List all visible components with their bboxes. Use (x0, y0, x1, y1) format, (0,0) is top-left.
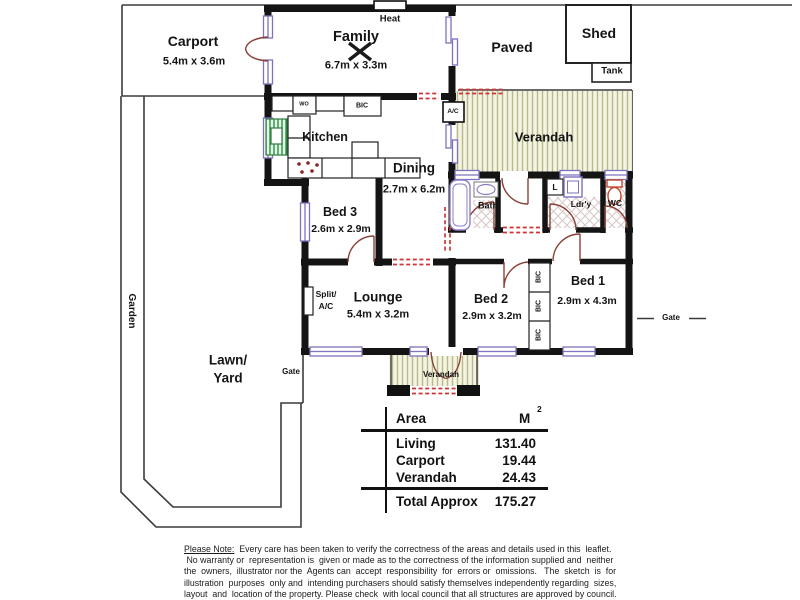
bath-label: Bath (478, 200, 498, 211)
family-label: Family (333, 28, 379, 45)
wall-oven-label: WO (299, 101, 309, 108)
split-system-box (303, 286, 314, 316)
table-total-value: 175.27 (494, 494, 536, 509)
wc-label: WC (607, 197, 623, 208)
bed1-dims: 2.9m x 4.3m (557, 294, 617, 307)
verandah-label: Verandah (514, 129, 574, 145)
kitchen-bic-box (343, 95, 382, 117)
door-arcs (244, 36, 628, 380)
lounge-dims: 5.4m x 3.2m (346, 308, 410, 321)
garden-label: Garden (126, 293, 137, 329)
robe3-label: BIC (535, 328, 543, 342)
disclaimer-line: No warranty or representation is given o… (184, 555, 614, 566)
linen-label: L (552, 181, 558, 192)
table-row-label: Living (396, 436, 436, 451)
bed3-label: Bed 3 (322, 204, 358, 219)
bed1-door (552, 233, 581, 262)
bath-fixtures (449, 176, 623, 231)
opening-dashes (393, 88, 543, 395)
kitchen-label: Kitchen (302, 129, 348, 144)
kitchen-bic-label: BIC (355, 102, 369, 110)
disclaimer-line: layout and location of the property. Ple… (184, 588, 617, 599)
small-verandah-label: Verandah (422, 370, 460, 379)
disclaimer-line: illustration purposes only and intending… (184, 577, 617, 588)
verandah-hatch (387, 91, 632, 396)
robe1-label: BIC (535, 270, 543, 284)
split-label-2: A/C (318, 300, 334, 311)
bed1-label: Bed 1 (570, 273, 606, 288)
carport-door (244, 36, 269, 62)
robe2-label: BIC (535, 299, 543, 313)
table-header-rule (361, 429, 548, 433)
property-boundary-lines (120, 4, 792, 528)
bed3-dims: 2.6m x 2.9m (311, 222, 371, 235)
lounge-verandah-door (430, 351, 462, 380)
sliding-door (445, 16, 459, 66)
lawn-label-2: Yard (213, 370, 243, 386)
family-dims: 6.7m x 3.3m (324, 59, 388, 72)
window (299, 202, 311, 242)
split-label-1: Split/ (315, 288, 337, 299)
heater-box (373, 0, 407, 11)
tank-label: Tank (601, 65, 623, 77)
bed2-dims: 2.9m x 3.2m (462, 309, 522, 322)
laundry-label: Ldr'y (570, 198, 592, 209)
table-header-unit: M (519, 411, 531, 426)
laundry-door (549, 203, 577, 231)
linen-box (546, 178, 564, 196)
lounge-label: Lounge (353, 289, 403, 305)
robe-column (528, 262, 551, 351)
window (477, 346, 517, 357)
dining-dims: 2.7m x 6.2m (382, 183, 446, 196)
shed-label: Shed (581, 25, 617, 41)
table-row-value: 131.40 (494, 436, 536, 451)
window (454, 169, 480, 181)
appliance-boxes (303, 0, 632, 351)
aircon-label: A/C (447, 107, 459, 115)
window (562, 346, 596, 357)
table-row-value: 24.43 (502, 470, 536, 485)
basin (476, 183, 496, 196)
toilet (606, 179, 623, 188)
bed2-label: Bed 2 (473, 291, 509, 306)
window (309, 346, 363, 357)
bed3-door (347, 235, 375, 263)
window (262, 15, 274, 39)
carport-dims: 5.4m x 3.6m (162, 55, 226, 68)
disclaimer-note: Please Note: Every care has been taken t… (184, 544, 644, 600)
dining-label: Dining (393, 160, 435, 176)
window (262, 59, 274, 85)
window (409, 346, 428, 357)
tank-outline (591, 62, 632, 83)
paved-label: Paved (491, 39, 533, 55)
wc-door (604, 205, 628, 229)
table-header-unit-sup: 2 (537, 404, 542, 414)
cooktop (297, 161, 319, 174)
table-header-area: Area (396, 411, 427, 426)
disclaimer-line: Please Note: Every care has been taken t… (184, 544, 612, 554)
hall-verandah-door (501, 177, 529, 205)
table-total-label: Total Approx (396, 494, 478, 509)
bed2-door (503, 261, 529, 289)
table-row-value: 19.44 (502, 453, 536, 468)
table-left-rule (384, 407, 387, 513)
disclaimer-line: the owners, illustrator nor the Agents c… (184, 566, 617, 577)
window (604, 169, 628, 181)
heater-label: Heat (379, 13, 401, 25)
lawn-label-1: Lawn/ (208, 352, 248, 368)
gate-bottom-label: Gate (282, 367, 300, 376)
heater-cross-icon (347, 41, 373, 62)
sliding-door (445, 124, 459, 164)
gate-right-label: Gate (662, 313, 680, 322)
please-note-label: Please Note: (184, 544, 235, 554)
kitchen-fixtures (265, 95, 421, 179)
table-row-label: Carport (396, 453, 445, 468)
windows (262, 15, 628, 357)
aircon-box (442, 101, 465, 123)
table-row-label: Verandah (396, 470, 457, 485)
carport-label: Carport (167, 33, 219, 49)
table-total-rule (361, 487, 548, 491)
